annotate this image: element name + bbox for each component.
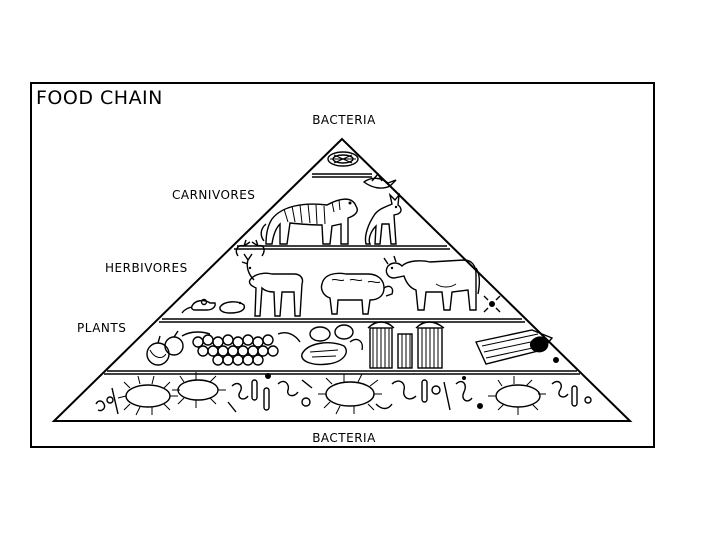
insect-icon <box>483 295 501 313</box>
pyramid-outline <box>51 137 633 422</box>
mouse-icon <box>181 298 216 314</box>
wheat-icon <box>367 321 445 369</box>
bacteria-cluster-icon <box>327 151 359 167</box>
vegetables-icon <box>301 324 364 366</box>
plants-label: PLANTS <box>77 321 126 335</box>
fruit-icon <box>146 330 184 366</box>
deer-icon <box>235 239 304 317</box>
food-chain-diagram: FOOD CHAIN BACTERIA CARNIVORES HERBIVORE… <box>36 87 633 445</box>
fox-icon <box>364 192 402 245</box>
cow-icon <box>383 255 481 311</box>
herbivores-label: HERBIVORES <box>105 261 188 275</box>
sheep-icon <box>320 272 394 315</box>
microbe-icon <box>95 372 592 416</box>
diagram-title: FOOD CHAIN <box>36 87 163 109</box>
bird-icon <box>362 172 397 189</box>
small-animal-icon <box>219 301 246 314</box>
bacteria-bottom-label: BACTERIA <box>312 431 376 445</box>
grapes-icon <box>181 331 301 366</box>
tiger-icon <box>260 198 358 245</box>
celery-icon <box>475 329 559 365</box>
carnivores-label: CARNIVORES <box>172 188 255 202</box>
bacteria-top-label: BACTERIA <box>312 113 376 127</box>
diagram-frame: FOOD CHAIN BACTERIA CARNIVORES HERBIVORE… <box>30 82 655 448</box>
